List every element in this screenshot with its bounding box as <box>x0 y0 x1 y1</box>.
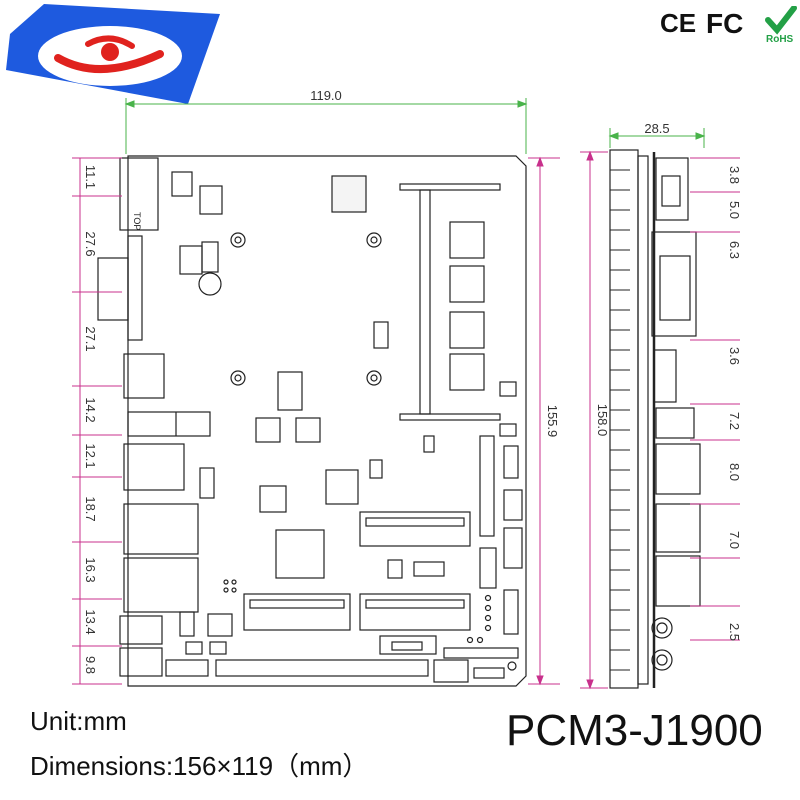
left-dim-2: 27.1 <box>83 326 98 351</box>
rohs-check-icon: RoHS <box>765 6 797 44</box>
top-width-label: 119.0 <box>310 88 342 103</box>
vga-connector <box>127 235 143 341</box>
model-title: PCM3-J1900 <box>506 706 763 755</box>
top-view <box>97 155 527 687</box>
side-hdmi <box>653 349 677 403</box>
side-dc-jack <box>655 157 689 221</box>
side-view <box>609 149 701 689</box>
fc-mark: FC <box>706 8 744 39</box>
left-dim-5: 18.7 <box>83 496 98 521</box>
dc-jack <box>119 157 159 231</box>
side-vga <box>651 231 697 337</box>
right-dim-6: 7.0 <box>727 531 742 549</box>
top-width-dimension <box>124 98 528 154</box>
right-dim-7: 2.5 <box>727 623 742 641</box>
right-dim-3: 3.6 <box>727 347 742 365</box>
left-dim-1: 27.6 <box>83 231 98 256</box>
right-dim-0: 3.8 <box>727 166 742 184</box>
mechanical-drawing: TOP 119.0 155.9 11.1 27.6 27.1 14.2 12.1 <box>72 88 742 690</box>
left-stack-dimension <box>72 157 122 685</box>
ce-mark: CE <box>660 8 697 38</box>
right-dim-5: 8.0 <box>727 463 742 481</box>
right-stack-dimension <box>690 157 740 641</box>
right-dim-2: 6.3 <box>727 241 742 259</box>
side-lan-2 <box>655 555 701 607</box>
left-dim-3: 14.2 <box>83 397 98 422</box>
left-dim-7: 13.4 <box>83 609 98 634</box>
vga-flange <box>97 257 129 321</box>
left-stack-labels: 11.1 27.6 27.1 14.2 12.1 18.7 16.3 13.4 … <box>83 165 98 674</box>
company-logo <box>6 4 220 104</box>
chip <box>199 185 223 215</box>
side-usb-2 <box>655 443 701 495</box>
side-height-label: 158.0 <box>595 404 610 437</box>
usb-port <box>127 411 211 437</box>
top-silkscreen-label: TOP <box>132 212 142 230</box>
lan-port-1 <box>123 503 199 555</box>
left-dim-0: 11.1 <box>83 165 98 189</box>
right-stack-labels: 3.8 5.0 6.3 3.6 7.2 8.0 7.0 2.5 <box>727 166 742 641</box>
board-height-dimension <box>528 156 560 686</box>
left-dim-4: 12.1 <box>83 443 98 468</box>
board-height-label: 155.9 <box>545 405 560 438</box>
rohs-mark: RoHS <box>766 34 794 44</box>
right-dim-4: 7.2 <box>727 412 742 430</box>
side-usb-1 <box>655 407 695 439</box>
board-outline <box>127 155 527 687</box>
right-dim-1: 5.0 <box>727 201 742 219</box>
side-width-label: 28.5 <box>644 121 669 136</box>
side-width-dimension <box>608 128 706 148</box>
unit-caption: Unit:mm <box>30 706 127 736</box>
dimensions-caption: Dimensions:156×119（mm） <box>30 751 369 781</box>
side-height-dimension <box>580 150 608 690</box>
left-dim-6: 16.3 <box>83 557 98 582</box>
switch <box>171 171 193 197</box>
side-lan-1 <box>655 503 701 553</box>
hdmi-port <box>123 353 165 399</box>
left-dim-8: 9.8 <box>83 656 98 674</box>
heatsink-fins <box>610 169 630 671</box>
certification-marks: CE FC RoHS <box>656 6 800 44</box>
lan-port-2 <box>123 557 199 613</box>
usb-stack <box>123 443 185 491</box>
heatsink <box>609 149 639 689</box>
audio-jack-2 <box>119 647 163 677</box>
audio-jack-1 <box>119 615 163 645</box>
